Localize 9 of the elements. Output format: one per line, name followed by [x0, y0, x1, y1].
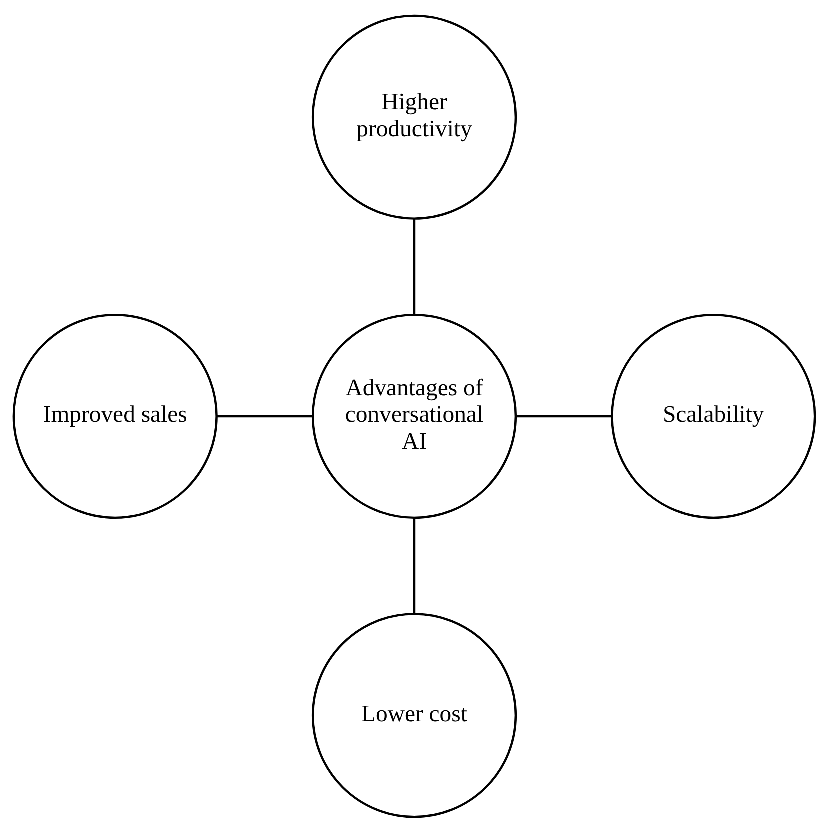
connector: [217, 414, 313, 418]
node-circle: Higher productivity: [312, 14, 518, 220]
connector: [413, 518, 416, 614]
node-circle: Lower cost: [312, 612, 518, 818]
node-circle: Improved sales: [12, 313, 218, 519]
connector: [413, 218, 416, 314]
node-circle: Advantages of conversational AI: [312, 313, 518, 519]
connector: [516, 414, 612, 418]
node-circle: Scalability: [611, 313, 816, 519]
